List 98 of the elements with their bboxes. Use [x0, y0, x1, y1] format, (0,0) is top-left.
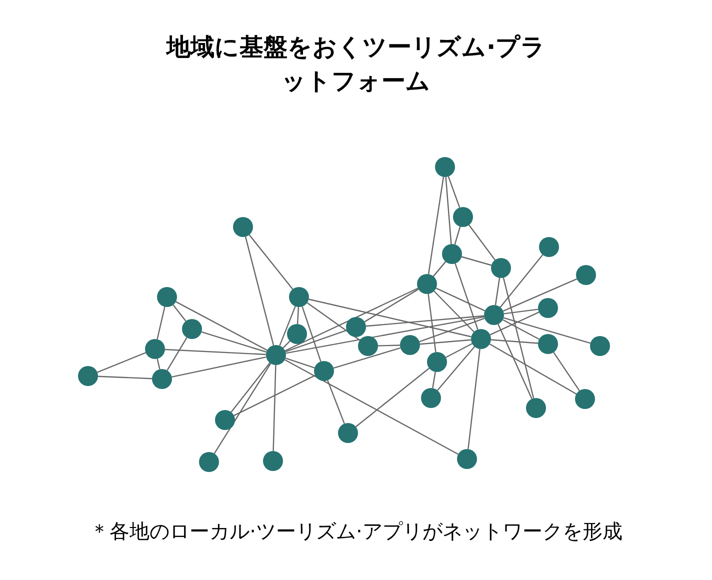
network-node: [78, 366, 98, 386]
connector-line: [504, 308, 538, 314]
connector-line: [327, 380, 345, 424]
connector-line: [502, 278, 534, 398]
network-node: [266, 345, 286, 365]
connector-line: [156, 358, 160, 370]
network-node: [538, 334, 558, 354]
connector-line: [166, 337, 188, 371]
connector-line: [378, 344, 400, 346]
connector-line: [432, 372, 436, 388]
connector-line: [176, 301, 268, 351]
caption: ＊各地のローカル·ツーリズム·アプリがネットワークを形成: [88, 518, 624, 545]
network-node: [314, 361, 334, 381]
connector-line: [306, 302, 360, 341]
connector-line: [172, 356, 266, 378]
connector-line: [230, 362, 270, 412]
connector-line: [284, 359, 458, 455]
network-node: [287, 324, 307, 344]
network-node: [400, 335, 420, 355]
connector-line: [355, 368, 430, 428]
connector-line: [172, 304, 186, 322]
connector-line: [553, 352, 580, 392]
connector-line: [448, 176, 460, 208]
network-node: [263, 451, 283, 471]
connector-line: [285, 358, 315, 368]
network-node: [484, 305, 504, 325]
network-node: [233, 217, 253, 237]
connector-line: [498, 324, 532, 400]
network-node: [590, 336, 610, 356]
network-node: [427, 352, 447, 372]
connector-line: [454, 263, 478, 330]
connector-line: [500, 254, 544, 308]
connector-line: [428, 176, 444, 274]
connector-line: [432, 261, 446, 277]
network-node: [182, 319, 202, 339]
connector-line: [436, 288, 486, 312]
connector-line: [285, 330, 347, 352]
connector-line: [434, 290, 474, 332]
connector-line: [454, 226, 461, 245]
network-node: [346, 317, 366, 337]
connector-line: [502, 319, 540, 340]
connector-line: [201, 331, 267, 353]
network-node: [526, 398, 546, 418]
connector-line: [282, 340, 290, 348]
network-node: [471, 329, 491, 349]
connector-line: [272, 364, 276, 452]
connector-line: [468, 224, 496, 260]
connector-line: [296, 306, 300, 324]
network-node: [435, 157, 455, 177]
connector-line: [428, 294, 436, 352]
connector-line: [366, 315, 484, 327]
connector-line: [461, 256, 492, 266]
network-node: [338, 423, 358, 443]
network-node: [539, 237, 559, 257]
network-node: [538, 298, 558, 318]
connector-line: [234, 374, 316, 416]
connector-line: [420, 339, 472, 345]
connector-line: [286, 316, 484, 354]
connector-line: [419, 318, 485, 342]
network-node: [457, 449, 477, 469]
connector-line: [445, 176, 452, 244]
network-node: [358, 336, 378, 356]
connector-line: [468, 348, 480, 450]
connector-line: [98, 376, 152, 380]
network-node: [289, 287, 309, 307]
network-node: [145, 339, 165, 359]
connector-line: [308, 298, 472, 338]
network-node: [491, 258, 511, 278]
connector-line: [364, 288, 419, 322]
connector-line: [156, 306, 166, 340]
connector-line: [490, 312, 540, 336]
network-node: [442, 244, 462, 264]
connector-line: [164, 348, 266, 356]
connector-line: [489, 343, 577, 395]
connector-line: [502, 278, 578, 312]
connector-line: [248, 234, 294, 290]
network-node: [421, 388, 441, 408]
title: 地域に基盤をおくツーリズム·プラットフォーム: [164, 32, 547, 97]
connector-line: [446, 343, 472, 358]
network-node: [575, 389, 595, 409]
connector-line: [279, 306, 296, 346]
connector-line: [244, 236, 274, 346]
connector-line: [302, 306, 322, 362]
connector-line: [437, 346, 475, 391]
connector-line: [333, 347, 401, 369]
network-node: [453, 207, 473, 227]
network-node: [152, 369, 172, 389]
connector-line: [490, 339, 538, 344]
network-node: [157, 287, 177, 307]
network-node: [576, 265, 596, 285]
network-node: [199, 452, 219, 472]
network-node: [417, 274, 437, 294]
connector-line: [494, 278, 500, 306]
network-node: [215, 410, 235, 430]
connector-line: [214, 363, 272, 454]
connector-line: [284, 288, 418, 352]
connector-line: [97, 352, 146, 373]
connector-line: [503, 317, 591, 344]
